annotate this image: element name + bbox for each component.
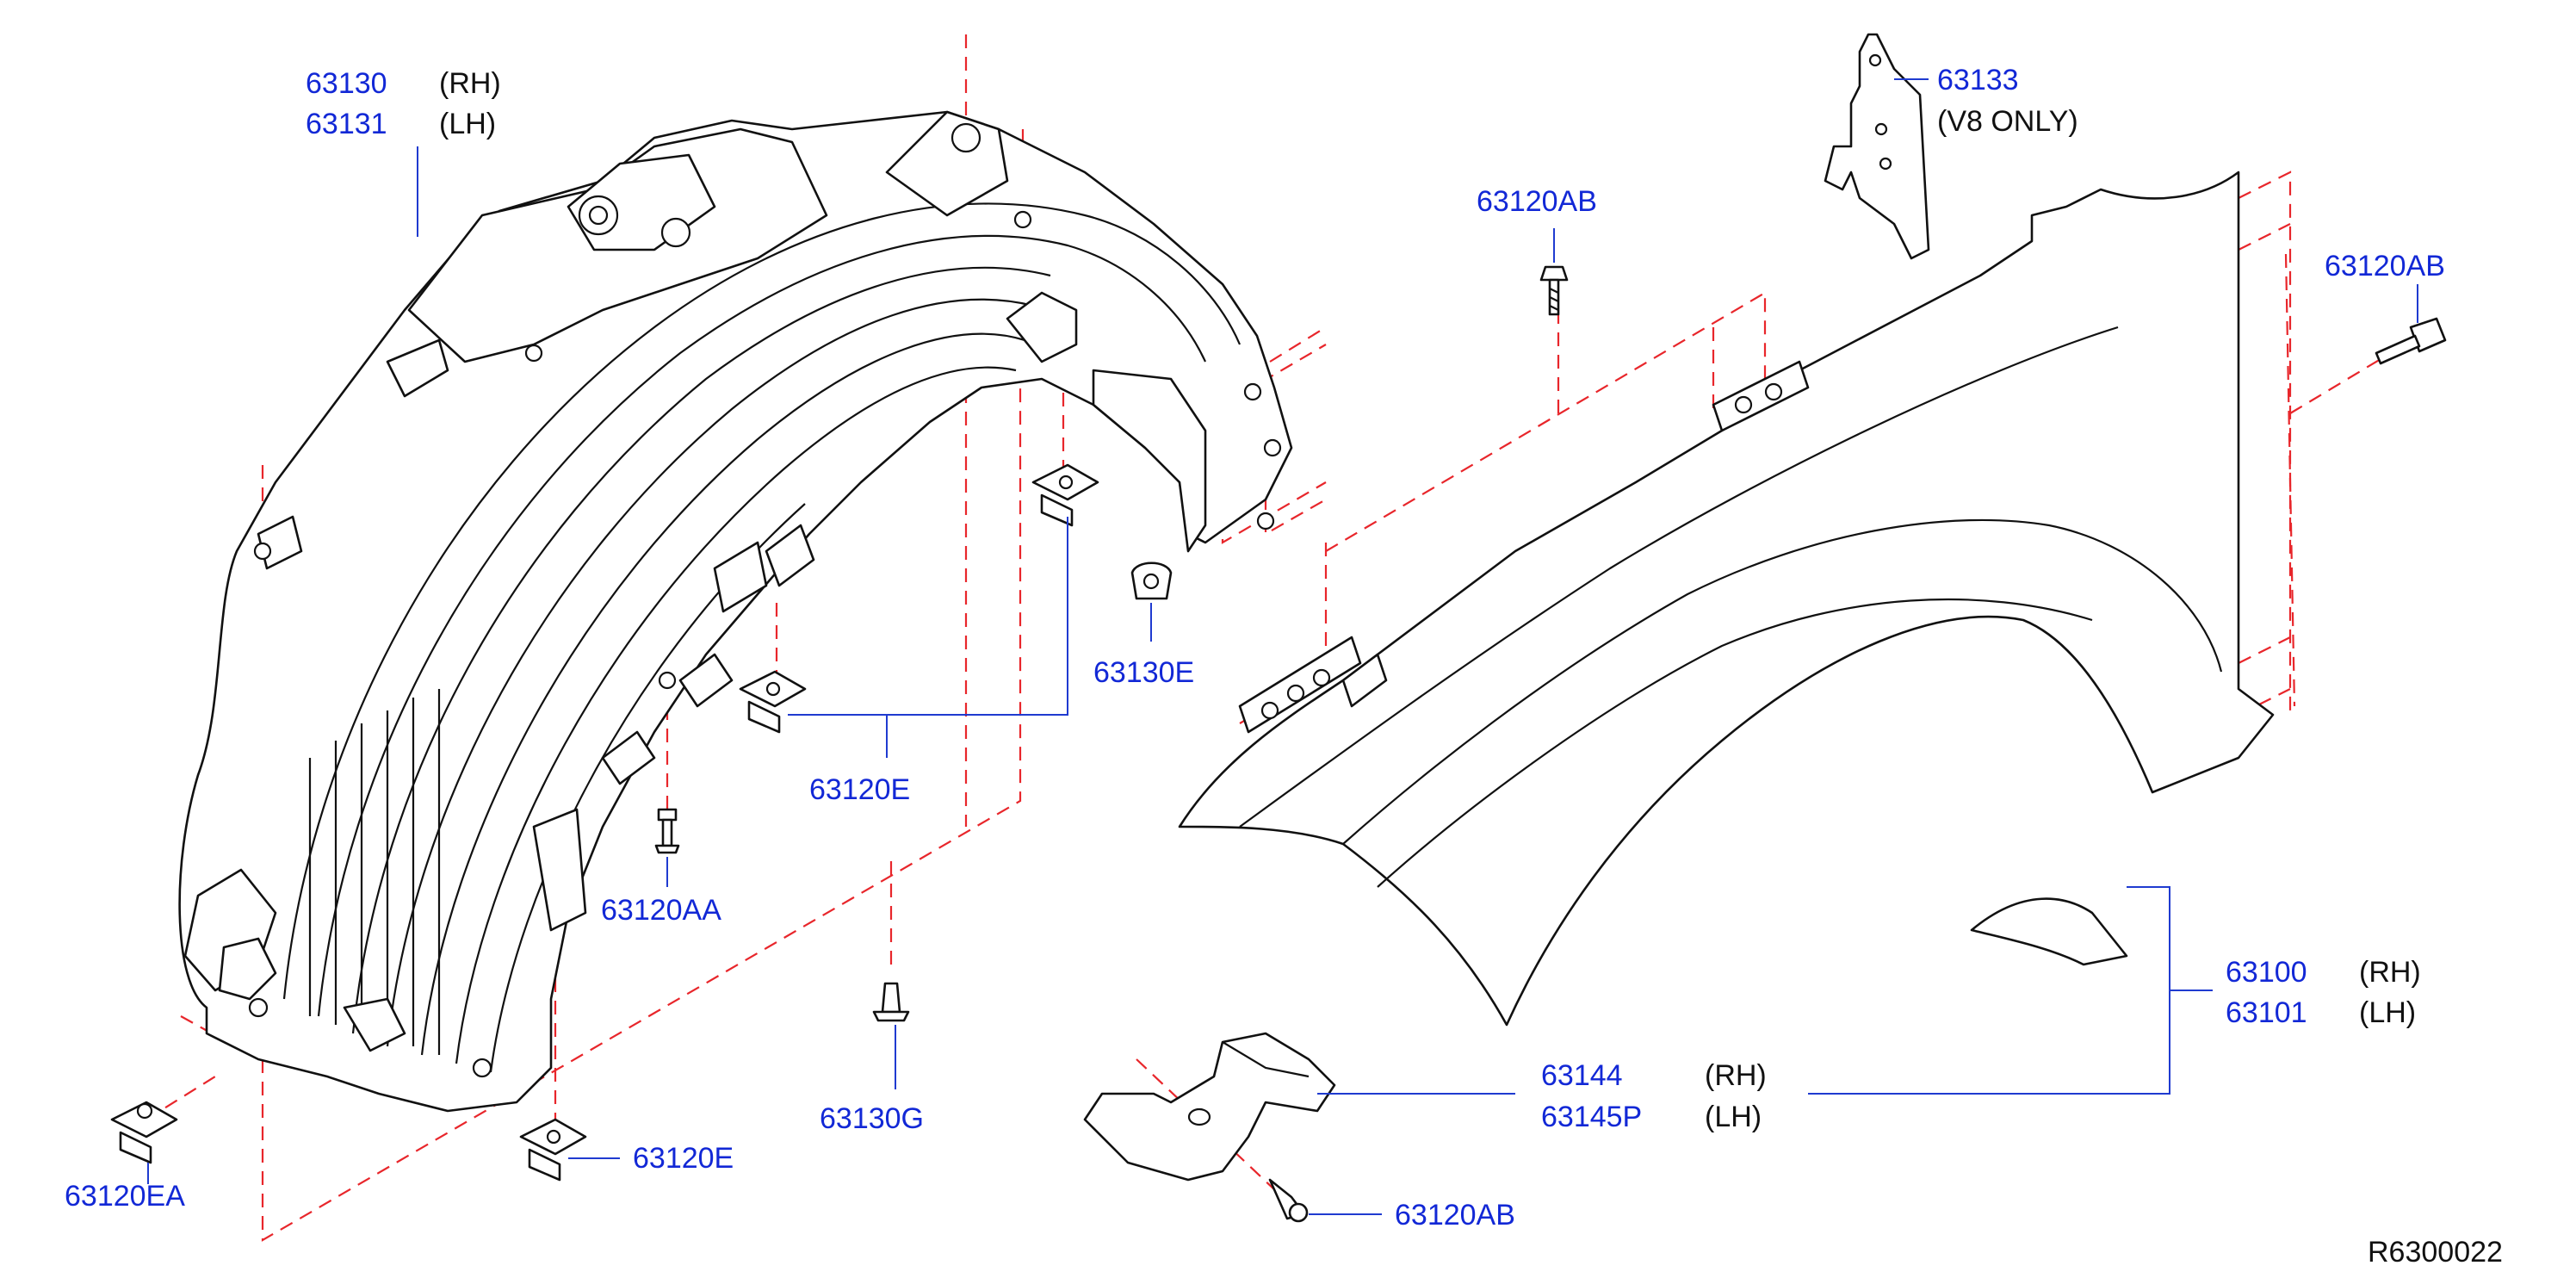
rivet-63130g-icon [872, 982, 910, 1022]
v8-only-note: (V8 ONLY) [1937, 105, 2078, 138]
part-number-63120aa: 63120AA [601, 894, 721, 927]
part-number-63120ab-bottom: 63120AB [1395, 1199, 1515, 1231]
callout-fender: 63100 (RH) 63101 (LH) [2226, 956, 2421, 1029]
screw-63120aa-icon [654, 808, 680, 854]
part-number-63130: 63130 [306, 67, 387, 100]
callout-bracket: 63144 (RH) 63145P (LH) [1541, 1059, 1767, 1133]
callout-v8-bracket: 63133 (V8 ONLY) [1937, 64, 2078, 138]
clip-63120e-upper-icon [1031, 463, 1099, 527]
bolt-63120ab-right-icon [2375, 317, 2447, 365]
part-number-63101: 63101 [2226, 996, 2307, 1029]
v8-bracket [1824, 33, 1930, 260]
hardware [110, 265, 2447, 1223]
part-number-63100: 63100 [2226, 956, 2307, 989]
part-number-63120ab-top: 63120AB [1477, 185, 1597, 218]
side-lh: (LH) [2359, 996, 2416, 1029]
part-number-63144: 63144 [1541, 1059, 1623, 1092]
clip-63120ea-icon [110, 1101, 178, 1164]
leader-lines [147, 78, 2418, 1215]
part-number-63145p: 63145P [1541, 1101, 1642, 1133]
side-rh: (RH) [2359, 956, 2421, 989]
clip-63120e-mid-icon [739, 670, 807, 734]
part-number-63120e-upper: 63120E [809, 773, 910, 806]
part-number-63120e-lower: 63120E [633, 1142, 734, 1175]
diagram-reference-code: R6300022 [2368, 1236, 2503, 1269]
part-number-63131: 63131 [306, 108, 387, 140]
part-number-63120ab-right: 63120AB [2325, 250, 2445, 282]
side-rh: (RH) [1705, 1059, 1767, 1092]
clip-63120e-lower-icon [519, 1118, 587, 1182]
part-number-63130g: 63130G [820, 1102, 924, 1135]
fender-bracket [1083, 1032, 1336, 1182]
part-number-63133: 63133 [1937, 64, 2019, 96]
side-rh: (RH) [439, 67, 501, 100]
side-lh: (LH) [439, 108, 496, 140]
front-fender [1178, 171, 2275, 1027]
fender-protector [178, 110, 1293, 1113]
part-number-63130e: 63130E [1093, 656, 1194, 689]
grommet-63130e-icon [1130, 561, 1173, 600]
callout-fender-protector: 63130 (RH) 63131 (LH) [306, 67, 501, 140]
side-lh: (LH) [1705, 1101, 1762, 1133]
bolt-63120ab-bottom-icon [1268, 1178, 1309, 1223]
part-number-63120ea: 63120EA [65, 1180, 185, 1213]
bolt-63120ab-top-icon [1539, 265, 1569, 316]
